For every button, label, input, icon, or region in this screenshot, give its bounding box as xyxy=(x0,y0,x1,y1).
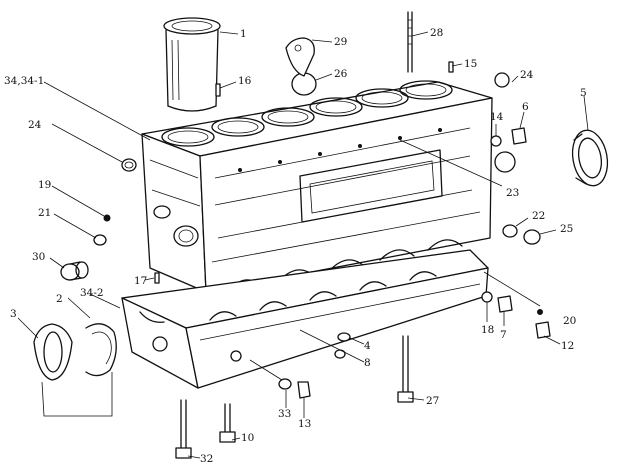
camshaft-bushing xyxy=(60,261,89,281)
rear-oil-seal xyxy=(571,129,609,187)
callout-4: 4 xyxy=(364,340,371,352)
callout-13: 13 xyxy=(298,418,311,430)
callout-27: 27 xyxy=(426,395,439,407)
callout-33: 33 xyxy=(278,408,291,420)
callout-28: 28 xyxy=(430,27,443,39)
callout-18: 18 xyxy=(481,324,494,336)
small-hardware xyxy=(93,11,551,399)
callout-26: 26 xyxy=(334,68,348,80)
cylinder-block xyxy=(141,80,493,293)
callout-23: 23 xyxy=(506,187,519,199)
callout-34: 34,34-1 xyxy=(4,75,44,87)
callout-12: 12 xyxy=(561,340,574,352)
callout-20: 20 xyxy=(563,315,576,327)
callout-17: 17 xyxy=(134,275,147,287)
callout-14: 14 xyxy=(490,111,504,123)
callout-21: 21 xyxy=(38,207,51,219)
thrust-washer-pair xyxy=(33,323,117,381)
callout-5: 5 xyxy=(580,87,587,99)
callout-32: 32 xyxy=(200,453,213,465)
callout-6: 6 xyxy=(522,101,529,113)
callout-29: 29 xyxy=(334,36,347,48)
leader-lines xyxy=(17,31,589,459)
callout-19: 19 xyxy=(38,179,51,191)
callout-24-left: 24 xyxy=(28,119,42,131)
callout-24-right: 24 xyxy=(520,69,534,81)
callout-30: 30 xyxy=(32,251,45,263)
callout-2: 2 xyxy=(56,293,63,305)
callout-34-2: 34-2 xyxy=(80,287,104,299)
callout-15: 15 xyxy=(464,58,477,70)
callout-3: 3 xyxy=(10,308,17,320)
cylinder-liner xyxy=(163,17,221,112)
callout-25: 25 xyxy=(560,223,573,235)
callout-22: 22 xyxy=(532,210,545,222)
callout-10: 10 xyxy=(241,432,254,444)
main-bearing-carrier xyxy=(121,249,489,389)
main-bearing-bolts xyxy=(175,335,414,459)
callout-1: 1 xyxy=(240,28,247,40)
callout-7: 7 xyxy=(500,329,507,341)
callout-16: 16 xyxy=(238,75,252,87)
callout-labels: 1 2 3 4 5 6 7 8 10 12 13 14 15 16 17 18 … xyxy=(4,27,587,465)
callout-8: 8 xyxy=(364,357,371,369)
